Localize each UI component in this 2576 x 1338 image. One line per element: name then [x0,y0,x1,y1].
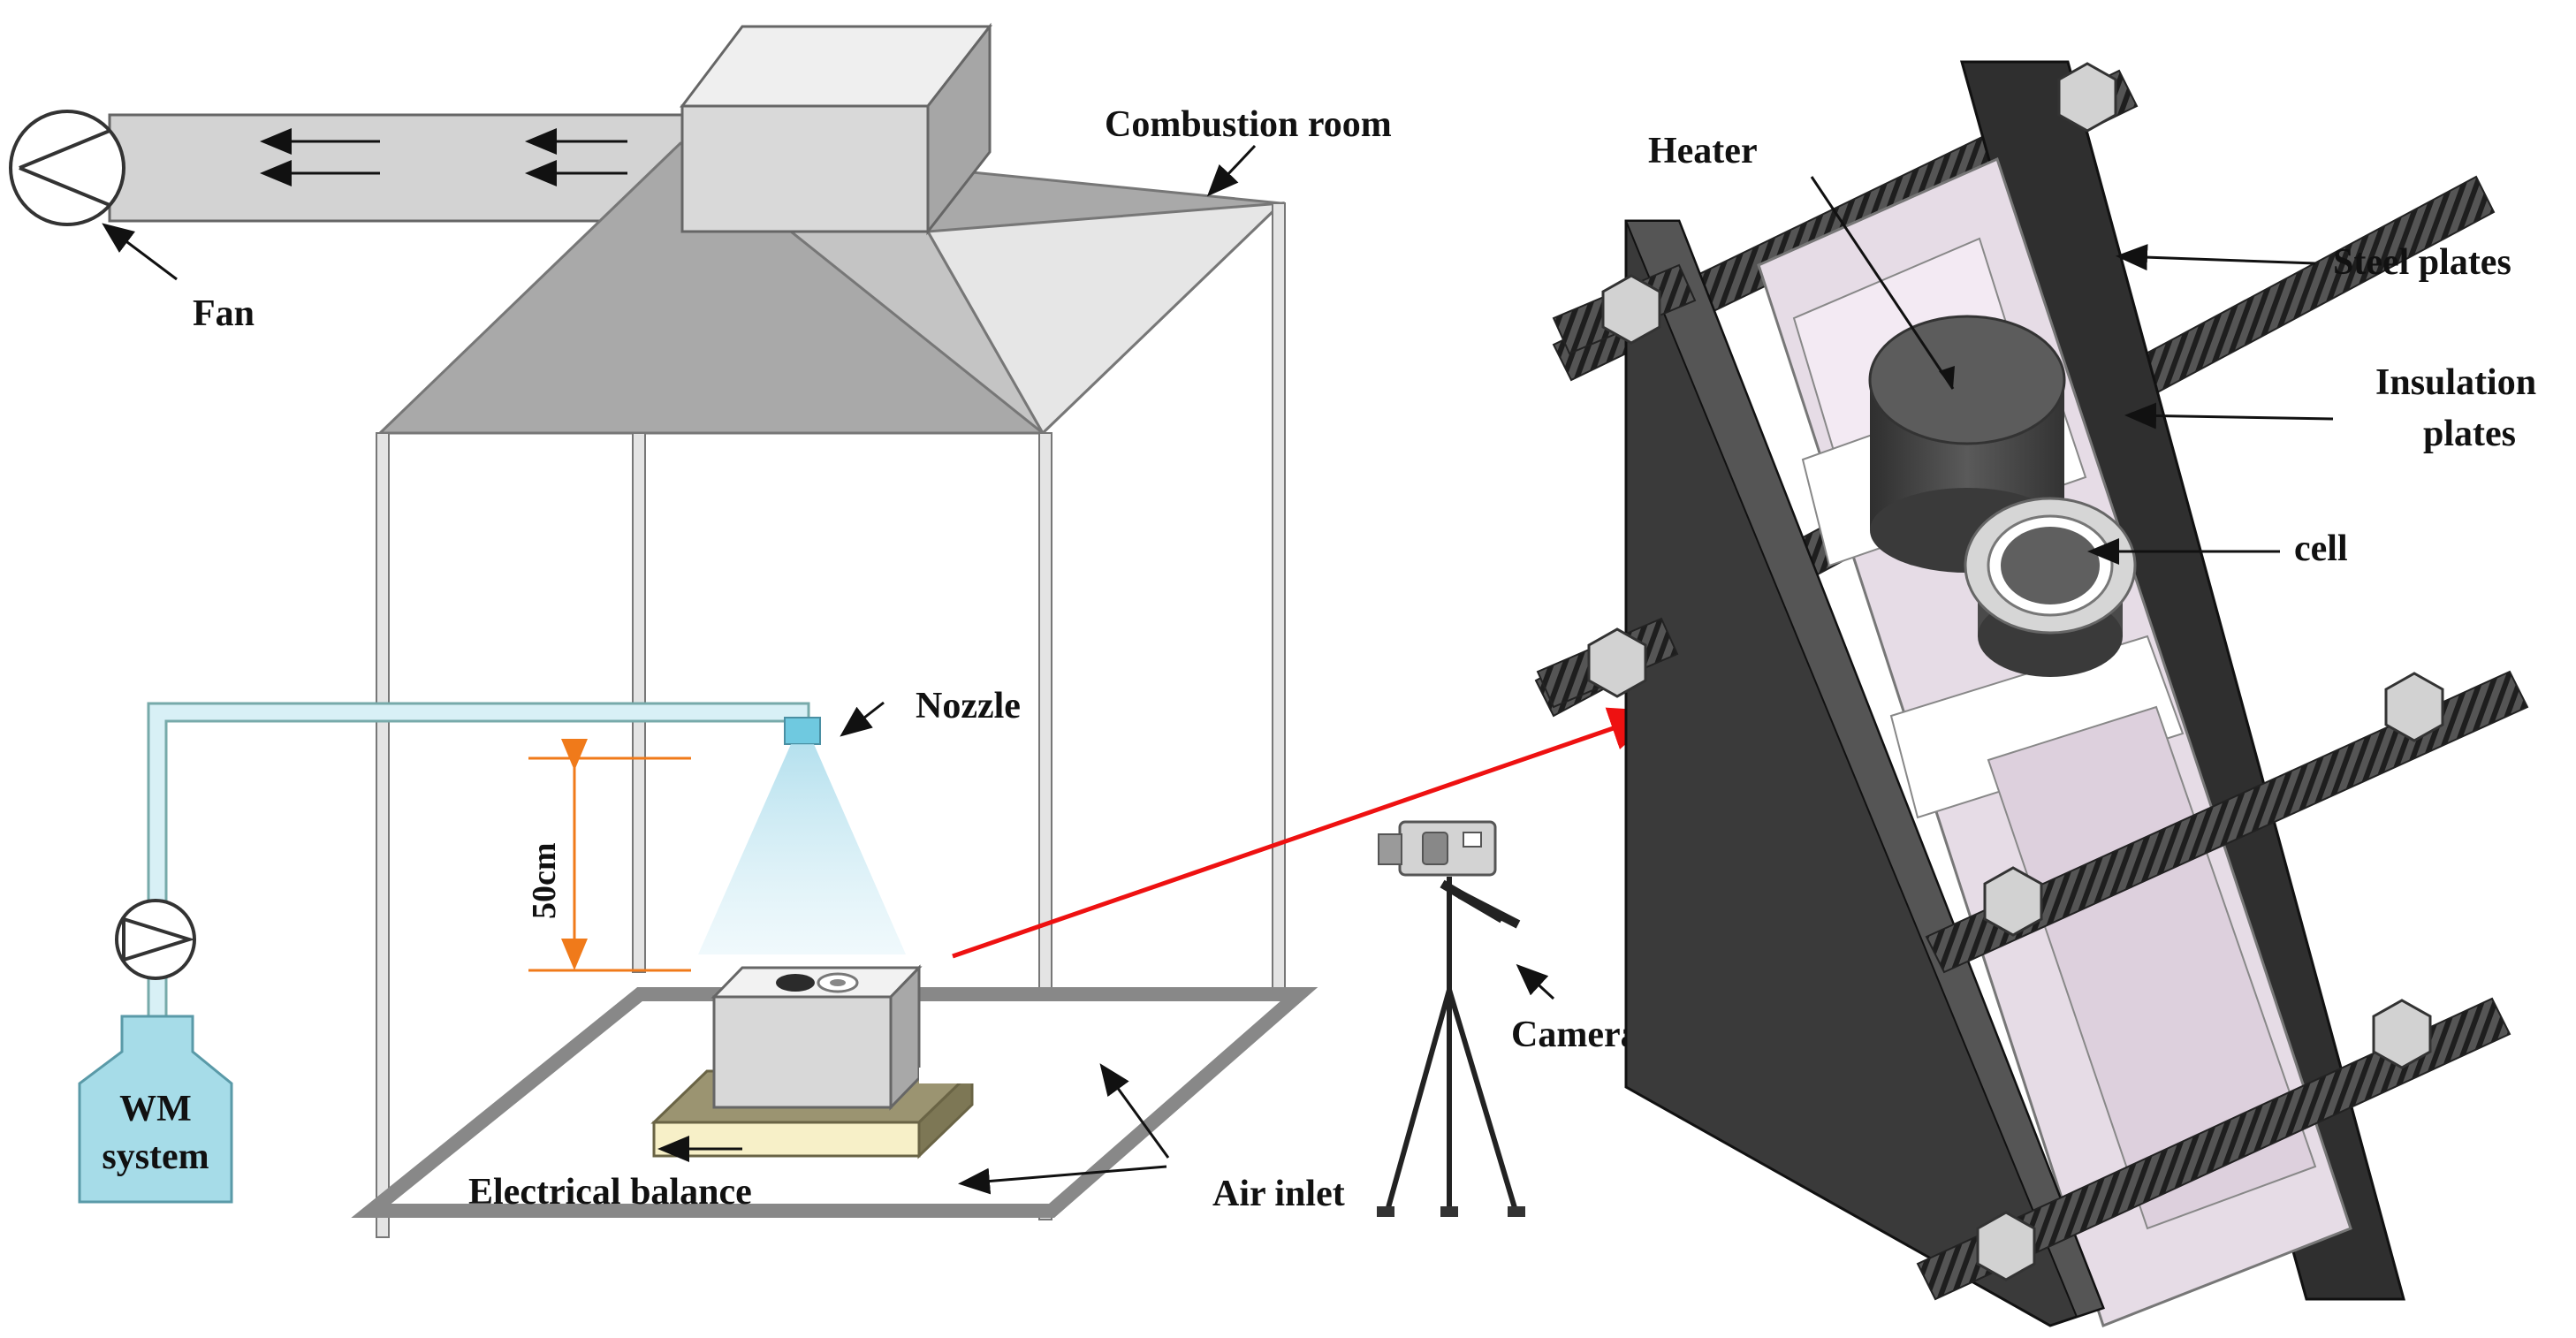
nozzle-leader [840,701,885,737]
wm-system-tank [78,1015,233,1204]
combustion-room-frame [376,202,1286,1238]
nozzle-label: Nozzle [916,686,1021,726]
tripod-feet [1377,1206,1525,1217]
steel-plates-label: Steel plates [2333,242,2511,283]
camera-icon [1378,820,1497,877]
heater-cylinder [1868,315,2066,573]
nozzle-icon [784,717,821,745]
fan-label: Fan [193,293,255,334]
spray-cone [698,744,906,954]
insulation-plates-leader [2124,402,2334,430]
heater-label: Heater [1648,131,1758,171]
cell-ring [1964,497,2137,677]
air-inlet-leaders [958,1063,1170,1195]
insulation-plates-label-line1: Insulation [2375,362,2536,403]
distance-dimension [528,739,691,972]
hex-nuts [1587,62,2444,1281]
pump-icon [115,899,196,980]
camera-label: Camera [1511,1015,1639,1055]
air-inlet-openings [778,1068,1122,1191]
heater-leader [1810,176,1955,390]
insulation-plates-label-line2: plates [2423,414,2516,454]
combustion-room-leader [1206,144,1257,197]
fan-label-leader [102,223,178,281]
combustion-room-hood [376,22,1286,436]
tripod [1385,877,1521,1213]
electrical-balance-label: Electrical balance [468,1172,752,1213]
fan-icon [9,110,125,226]
wm-system-label-line1: WM [119,1089,192,1129]
distance-label: 50cm [526,842,563,919]
detail-link-arrow [952,707,1663,959]
combustion-room-label: Combustion room [1105,104,1392,145]
steel-plates-leader [2116,244,2316,271]
cell-assembly [1534,60,2529,1327]
exhaust-duct [108,113,730,223]
sample-box [710,964,923,1111]
air-inlet-label: Air inlet [1212,1174,1345,1214]
camera-leader [1516,963,1555,1000]
wm-system-label-line2: system [102,1137,209,1177]
cell-label: cell [2294,528,2348,569]
